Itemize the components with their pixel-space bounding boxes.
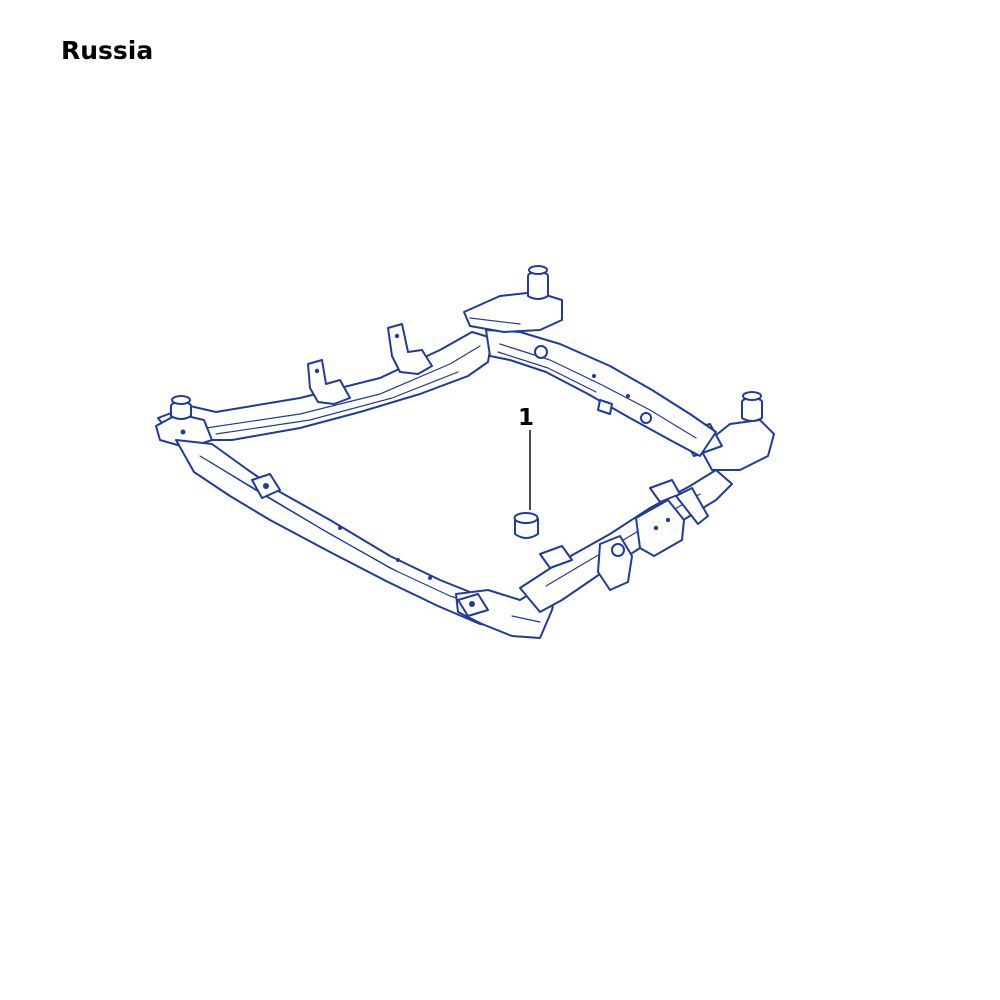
callout-number-1: 1 xyxy=(518,405,535,431)
upper-left-rail xyxy=(157,323,493,441)
front-crossmember xyxy=(455,569,561,639)
rear-mount xyxy=(463,265,563,333)
bushing-part-1 xyxy=(513,512,539,539)
upper-right-rail xyxy=(485,329,717,457)
lower-right-rail xyxy=(519,469,733,613)
left-front-mount xyxy=(155,395,213,449)
page-title: Russia xyxy=(61,36,154,65)
